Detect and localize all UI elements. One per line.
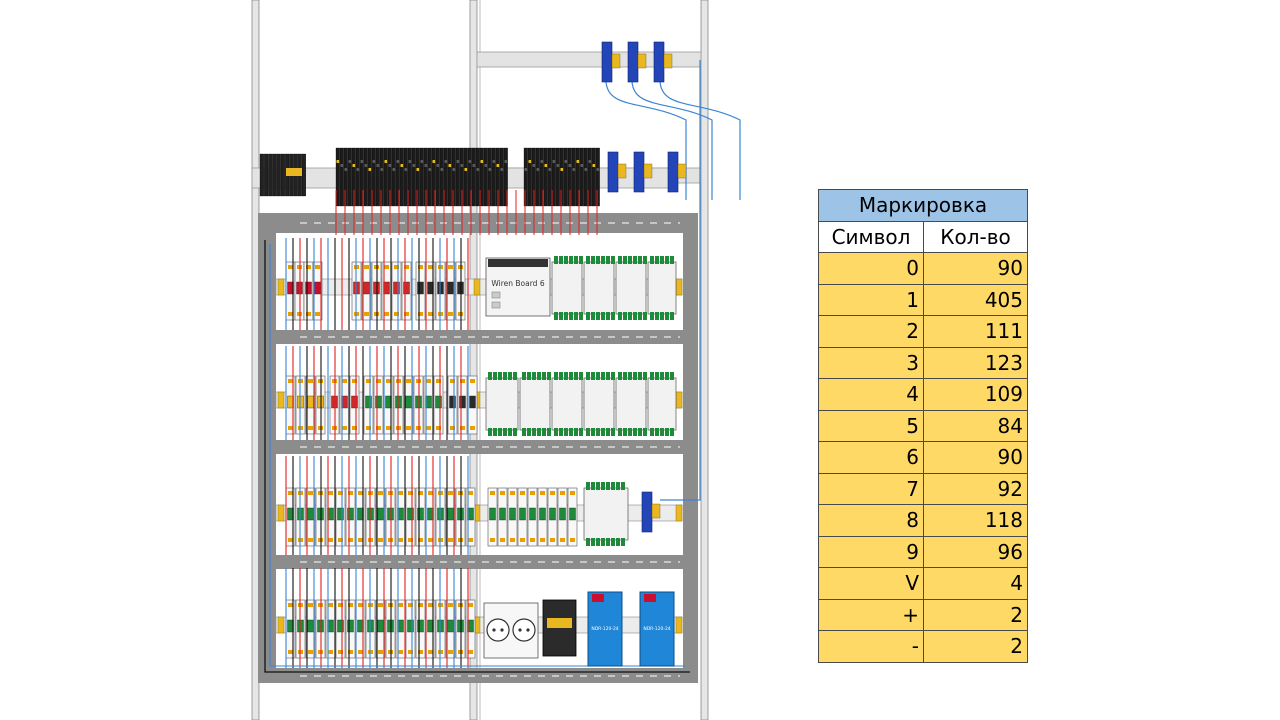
qty-cell: 2 <box>923 598 1028 631</box>
symbol-cell: 1 <box>818 283 924 316</box>
wiring <box>264 60 741 673</box>
symbol-cell: 0 <box>818 252 924 285</box>
qty-cell: 96 <box>923 535 1028 568</box>
column-header-symbol: Символ <box>818 220 924 253</box>
qty-cell: 2 <box>923 630 1028 663</box>
psu-1-label: NDR-120-24 <box>591 626 618 632</box>
wiren-board-controller: Wiren Board 6 <box>485 257 551 317</box>
qty-cell: 90 <box>923 441 1028 474</box>
qty-cell: 90 <box>923 252 1028 285</box>
table-row: -2 <box>818 630 1028 663</box>
blue-sensor-blocks <box>601 41 687 533</box>
qty-cell: 111 <box>923 315 1028 348</box>
qty-cell: 109 <box>923 378 1028 411</box>
symbol-cell: 7 <box>818 472 924 505</box>
symbol-cell: 3 <box>818 346 924 379</box>
column-header-qty: Кол-во <box>923 220 1028 253</box>
symbol-cell: + <box>818 598 924 631</box>
qty-cell: 92 <box>923 472 1028 505</box>
symbol-cell: 6 <box>818 441 924 474</box>
table-row: +2 <box>818 598 1028 631</box>
qty-cell: 405 <box>923 283 1028 316</box>
symbol-cell: 4 <box>818 378 924 411</box>
qty-cell: 123 <box>923 346 1028 379</box>
controller-label: Wiren Board 6 <box>491 279 544 288</box>
qty-cell: 4 <box>923 567 1028 600</box>
terminal-blocks <box>259 147 600 207</box>
psu-2-label: NDR-120-24 <box>643 626 670 632</box>
symbol-cell: 8 <box>818 504 924 537</box>
symbol-cell: 5 <box>818 409 924 442</box>
din-sockets <box>483 602 539 659</box>
symbol-cell: 9 <box>818 535 924 568</box>
symbol-cell: V <box>818 567 924 600</box>
qty-cell: 118 <box>923 504 1028 537</box>
power-supplies: NDR-120-24 NDR-120-24 <box>542 591 675 667</box>
table-title: Маркировка <box>818 189 1028 222</box>
symbol-cell: 2 <box>818 315 924 348</box>
symbol-cell: - <box>818 630 924 663</box>
qty-cell: 84 <box>923 409 1028 442</box>
